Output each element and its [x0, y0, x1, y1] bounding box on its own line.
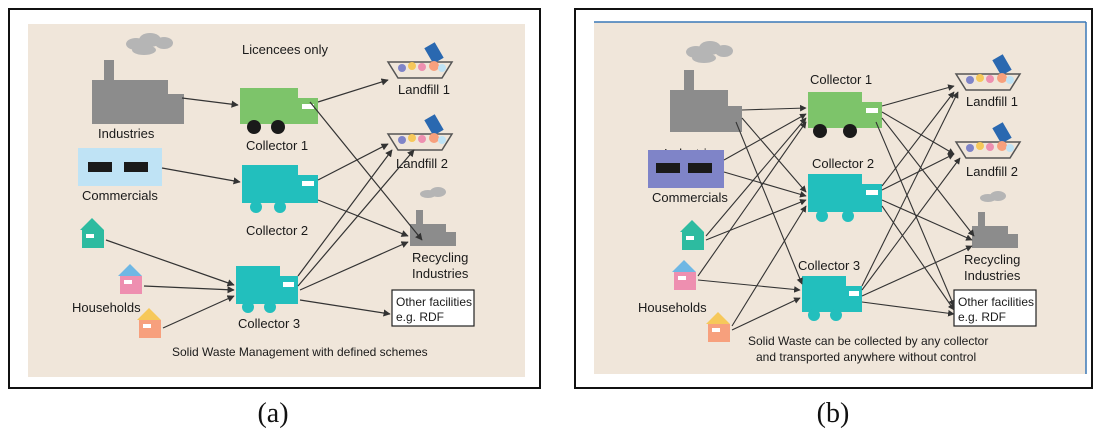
arrow-collector-1-landfill-1: [317, 78, 389, 103]
arrow-industries-collector-1: [741, 104, 807, 112]
house-orange-icon: [706, 312, 730, 342]
arrow-house-pink-collector-3: [143, 285, 235, 294]
destination-label-other-facilities: Other facilities: [958, 295, 1034, 309]
panel-a-diagram: Licencees only Industries Commercials Ho…: [28, 24, 525, 377]
flow-arrows: [105, 78, 423, 329]
house-pink-icon: [672, 260, 696, 290]
caption-b: (b): [816, 398, 850, 429]
arrow-collector-1-landfill-2: [881, 111, 955, 155]
arrow-collector-3-other-facilities: [299, 299, 391, 317]
arrow-house-teal-collector-2: [705, 199, 807, 241]
collector-2-truck-icon: [242, 165, 318, 213]
industry-icon: [670, 70, 742, 132]
arrow-collector-2-other-facilities: [881, 205, 955, 311]
caption-a: (a): [257, 398, 289, 429]
arrow-house-teal-collector-1: [705, 117, 807, 237]
source-label-commercials: Commercials: [82, 188, 158, 203]
landfill-1-icon: [386, 42, 454, 79]
source-label-commercials: Commercials: [652, 190, 728, 205]
destination-label-recycling-industries: Industries: [964, 268, 1021, 283]
arrow-collector-3-recycling: [861, 245, 973, 297]
arrow-house-orange-collector-3: [162, 295, 235, 329]
arrow-commercials-collector-1: [723, 113, 807, 161]
arrow-house-pink-collector-1: [697, 121, 807, 277]
collector-2-truck-icon: [808, 174, 882, 222]
collector-3-truck-icon: [236, 266, 298, 313]
arrow-collector-3-landfill-2: [861, 157, 961, 291]
arrow-collector-3-landfill-1: [861, 91, 959, 287]
landfill-2-icon: [386, 114, 454, 151]
arrow-collector-3-landfill-2: [297, 149, 393, 277]
arrow-collector-3-recycling: [299, 241, 409, 291]
arrow-industries-collector-1: [181, 97, 239, 108]
flow-arrows: [697, 84, 975, 331]
house-teal-icon: [680, 220, 704, 250]
arrow-house-orange-collector-3: [731, 297, 801, 331]
landfill-1-icon: [954, 54, 1022, 91]
arrow-collector-1-landfill-1: [881, 84, 955, 107]
destination-label-recycling: Recycling: [964, 252, 1020, 267]
landfill-2-icon: [954, 122, 1022, 159]
destination-label-recycling: Recycling: [412, 250, 468, 265]
panel-a: Licencees only Industries Commercials Ho…: [8, 8, 541, 389]
collector-label-2: Collector 2: [812, 156, 874, 171]
arrow-house-orange-collector-2: [731, 205, 807, 327]
collector-label-1: Collector 1: [810, 72, 872, 87]
destination-label-rdf: e.g. RDF: [958, 310, 1006, 324]
recycling-factory-icon: [972, 191, 1018, 248]
panel-b-diagram: Industries Commercials Households Collec…: [594, 21, 1087, 374]
destination-label-landfill-2: Landfill 2: [396, 156, 448, 171]
arrow-collector-1-other-facilities: [875, 121, 955, 307]
arrow-collector-3-other-facilities: [861, 301, 955, 317]
arrow-industries-collector-3: [735, 121, 803, 285]
arrow-house-teal-collector-3: [105, 239, 235, 287]
industry-icon: [92, 60, 184, 124]
destination-label-other-facilities: Other facilities: [396, 295, 472, 309]
collector-label-3: Collector 3: [798, 258, 860, 273]
arrow-collector-3-landfill-1: [297, 149, 415, 287]
collector-1-truck-icon: [240, 88, 318, 134]
panel-b: Industries Commercials Households Collec…: [574, 8, 1093, 389]
other-facilities-box: [391, 289, 475, 327]
source-label-households: Households: [72, 300, 141, 315]
arrow-collector-1-recycling: [309, 101, 423, 241]
house-teal-icon: [80, 218, 104, 248]
footer-label-line-2: and transported anywhere without control: [756, 350, 976, 364]
arrow-collector-2-landfill-2: [317, 143, 389, 181]
footer-label: Solid Waste Management with defined sche…: [172, 345, 428, 359]
destination-label-landfill-2: Landfill 2: [966, 164, 1018, 179]
arrow-collector-1-recycling: [881, 117, 975, 237]
arrow-commercials-collector-2: [161, 167, 241, 185]
commercial-building-icon: [78, 148, 162, 186]
destination-label-recycling-industries: Industries: [412, 266, 469, 281]
arrow-collector-2-recycling: [317, 199, 409, 237]
arrow-commercials-collector-2: [723, 171, 807, 198]
house-pink-icon: [118, 264, 142, 294]
commercial-building-icon: [648, 150, 724, 188]
source-label-households: Households: [638, 300, 707, 315]
destination-label-landfill-1: Landfill 1: [966, 94, 1018, 109]
arrow-house-pink-collector-3: [697, 279, 801, 293]
house-orange-icon: [137, 308, 161, 338]
collector-label-2: Collector 2: [246, 223, 308, 238]
destination-label-rdf: e.g. RDF: [396, 310, 444, 324]
arrow-collector-2-landfill-1: [881, 91, 955, 187]
collector-3-truck-icon: [802, 276, 862, 321]
smoke-icon: [126, 33, 173, 55]
other-facilities-box: [953, 289, 1037, 327]
collector-1-truck-icon: [808, 92, 882, 138]
collector-label-1: Collector 1: [246, 138, 308, 153]
source-label-industries: Industries: [98, 126, 155, 141]
collector-label-3: Collector 3: [238, 316, 300, 331]
smoke-icon: [686, 41, 733, 63]
header-label: Licencees only: [242, 42, 328, 57]
footer-label-line-1: Solid Waste can be collected by any coll…: [748, 334, 988, 348]
destination-label-landfill-1: Landfill 1: [398, 82, 450, 97]
arrow-collector-2-recycling: [881, 199, 973, 241]
